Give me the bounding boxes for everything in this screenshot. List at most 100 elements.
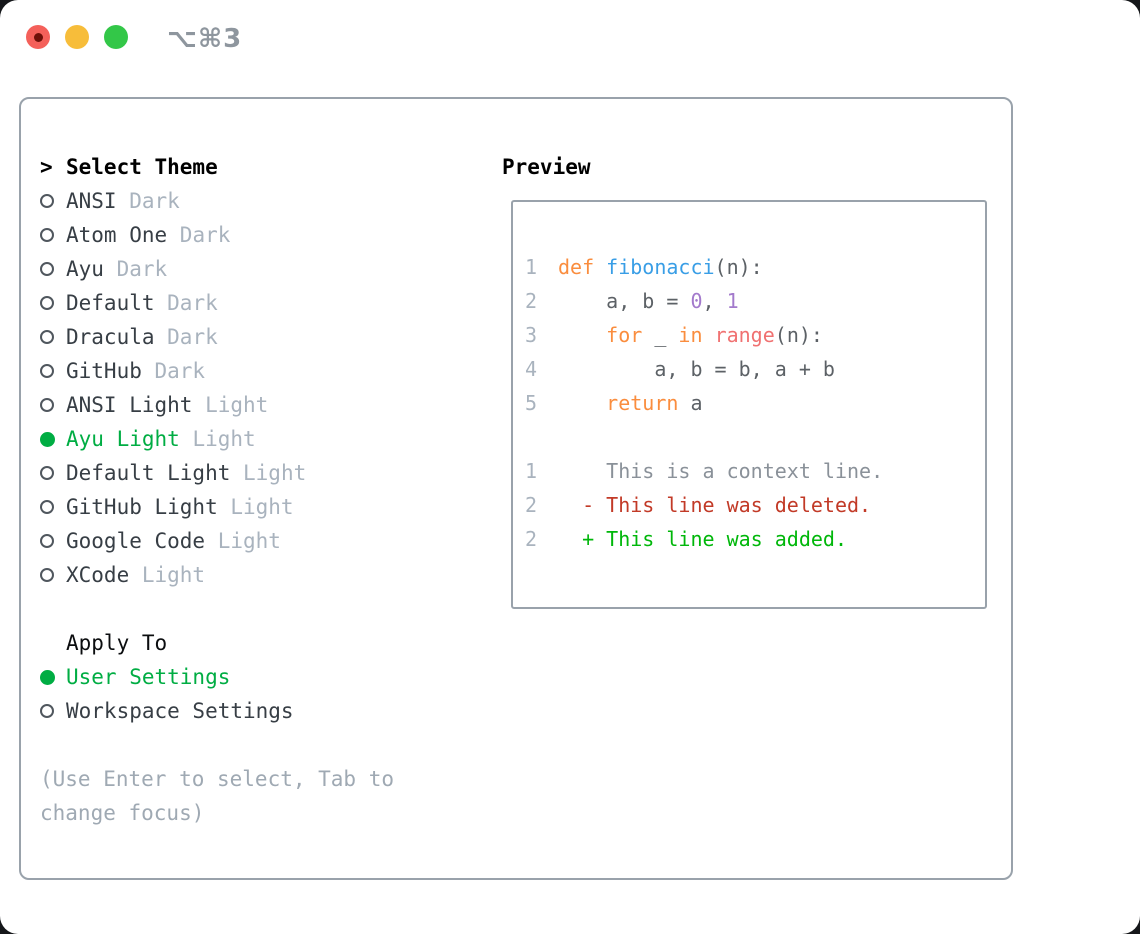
radio-unselected-icon xyxy=(40,398,66,412)
code-token-plain: _ xyxy=(642,323,679,347)
preview-code-line: 4 a, b = b, a + b xyxy=(525,352,985,386)
theme-option-github[interactable]: GitHub Dark xyxy=(40,354,460,388)
theme-option-ayu-light[interactable]: Ayu Light Light xyxy=(40,422,460,456)
option-label: ANSI Light xyxy=(66,393,193,417)
code-token-del: - This line was deleted. xyxy=(558,493,872,517)
code-token-plain: a xyxy=(678,391,703,415)
option-variant-label: Dark xyxy=(116,189,180,213)
radio-selected-icon xyxy=(40,431,66,447)
radio-unselected-icon xyxy=(40,296,66,310)
option-label: Ayu xyxy=(66,257,104,281)
apply-to-header: Apply To xyxy=(40,626,460,660)
radio-unselected-icon xyxy=(40,330,66,344)
preview-code-line: 5 return a xyxy=(525,386,985,420)
titlebar: ⌥⌘3 xyxy=(0,0,1140,75)
code-token-ctx: This is a context line. xyxy=(558,459,884,483)
code-token-plain xyxy=(594,255,606,279)
select-theme-title: Select Theme xyxy=(66,155,218,179)
code-token-plain: (n): xyxy=(774,323,823,347)
radio-unselected-icon xyxy=(40,568,66,582)
code-token-plain xyxy=(558,391,606,415)
option-variant-label: Light xyxy=(230,461,307,485)
theme-option-ansi-light[interactable]: ANSI Light Light xyxy=(40,388,460,422)
theme-option-dracula[interactable]: Dracula Dark xyxy=(40,320,460,354)
code-token-plain: , xyxy=(702,289,727,313)
option-variant-label: Dark xyxy=(141,359,206,383)
radio-selected-icon xyxy=(40,669,66,685)
apply-option-workspace-settings[interactable]: Workspace Settings xyxy=(40,694,460,728)
preview-code-line: 2 a, b = 0, 1 xyxy=(525,284,985,318)
option-variant-label: Dark xyxy=(154,291,218,315)
radio-unselected-icon xyxy=(40,364,66,378)
preview-code-line: 1 This is a context line. xyxy=(525,454,985,488)
line-number: 2 xyxy=(525,289,538,313)
option-label: Default xyxy=(66,291,155,315)
option-label: Atom One xyxy=(66,223,168,247)
apply-option-user-settings[interactable]: User Settings xyxy=(40,660,460,694)
option-label: Google Code xyxy=(66,529,206,553)
line-number: 2 xyxy=(525,527,538,551)
theme-option-xcode[interactable]: XCode Light xyxy=(40,558,460,592)
option-label: XCode xyxy=(66,563,130,587)
spacer xyxy=(40,592,460,626)
option-variant-label: Dark xyxy=(167,223,231,247)
option-label: Workspace Settings xyxy=(66,699,294,723)
option-variant-label: Light xyxy=(129,563,206,587)
line-number: 5 xyxy=(525,391,538,415)
option-variant-label: Light xyxy=(179,427,256,451)
minimize-button-icon[interactable] xyxy=(65,25,89,49)
option-variant-label: Light xyxy=(217,495,294,519)
code-token-kw: def xyxy=(558,255,595,279)
theme-option-ansi[interactable]: ANSI Dark xyxy=(40,184,460,218)
theme-option-default-light[interactable]: Default Light Light xyxy=(40,456,460,490)
spacer xyxy=(40,728,460,762)
radio-unselected-icon xyxy=(40,534,66,548)
code-token-fn: fibonacci xyxy=(606,255,715,279)
line-number: 3 xyxy=(525,323,538,347)
line-number: 1 xyxy=(525,255,538,279)
option-label: GitHub Light xyxy=(66,495,218,519)
code-token-num: 1 xyxy=(726,289,739,313)
radio-unselected-icon xyxy=(40,466,66,480)
option-label: GitHub xyxy=(66,359,142,383)
zoom-button-icon[interactable] xyxy=(104,25,128,49)
theme-option-google-code[interactable]: Google Code Light xyxy=(40,524,460,558)
code-token-num: 0 xyxy=(690,289,703,313)
window-title-shortcut: ⌥⌘3 xyxy=(167,24,243,54)
option-variant-label: Light xyxy=(192,393,269,417)
preview-code-line: 1 def fibonacci(n): xyxy=(525,250,985,284)
keyboard-hint: (Use Enter to select, Tab to change focu… xyxy=(40,767,395,825)
radio-unselected-icon xyxy=(40,262,66,276)
line-number: 4 xyxy=(525,357,538,381)
code-token-plain: (n): xyxy=(714,255,763,279)
theme-option-atom-one[interactable]: Atom One Dark xyxy=(40,218,460,252)
code-token-plain xyxy=(558,323,606,347)
option-variant-label: Light xyxy=(205,529,281,553)
radio-unselected-icon xyxy=(40,704,66,718)
preview-code-line: 2 - This line was deleted. xyxy=(525,488,985,522)
theme-option-default[interactable]: Default Dark xyxy=(40,286,460,320)
option-label: User Settings xyxy=(66,665,231,689)
line-number: 2 xyxy=(525,493,538,517)
theme-option-ayu[interactable]: Ayu Dark xyxy=(40,252,460,286)
preview-code-line: 3 for _ in range(n): xyxy=(525,318,985,352)
option-variant-label: Dark xyxy=(103,257,168,281)
code-token-rng: range xyxy=(714,323,775,347)
code-token-plain: a, b = xyxy=(558,289,691,313)
select-theme-header: > Select Theme xyxy=(40,150,460,184)
preview-code-line: 2 + This line was added. xyxy=(525,522,985,556)
preview-title: Preview xyxy=(502,155,591,179)
radio-unselected-icon xyxy=(40,500,66,514)
option-variant-label: Dark xyxy=(154,325,218,349)
code-token-kw: return xyxy=(606,391,679,415)
traffic-lights xyxy=(26,25,128,49)
close-button-icon[interactable] xyxy=(26,25,50,49)
theme-option-github-light[interactable]: GitHub Light Light xyxy=(40,490,460,524)
radio-unselected-icon xyxy=(40,228,66,242)
option-label: Default Light xyxy=(66,461,231,485)
code-token-add: + This line was added. xyxy=(558,527,847,551)
